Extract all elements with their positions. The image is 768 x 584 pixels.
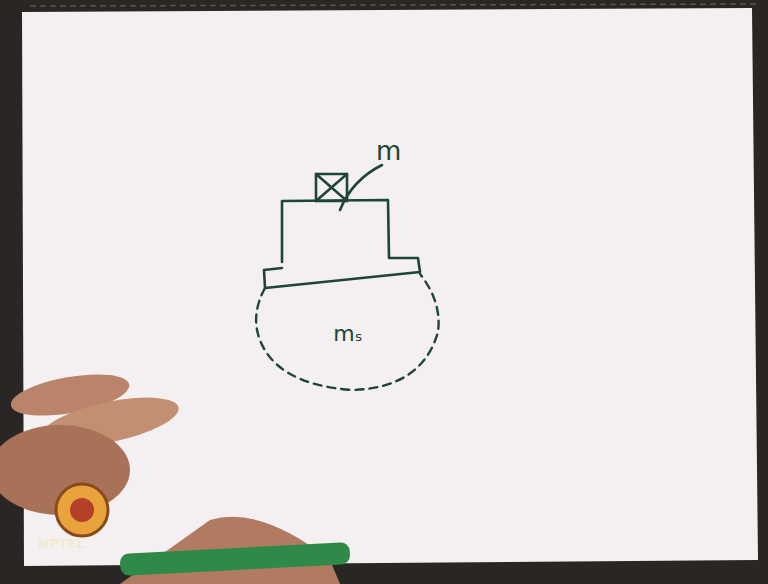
edge-dash [30, 4, 760, 6]
nptel-logo [56, 484, 108, 536]
watermark: NPTEL [38, 536, 84, 551]
paper [22, 8, 758, 566]
hands [0, 367, 350, 584]
logo-circle [56, 484, 108, 536]
structure-outline [264, 200, 420, 288]
mass-cross [316, 174, 347, 201]
soil-mass-label: mₛ [252, 321, 444, 346]
leader-line [340, 165, 382, 210]
mass-label: m [376, 136, 401, 166]
mass-box [316, 174, 347, 201]
marker-pen [120, 542, 351, 576]
logo-center [70, 498, 94, 522]
soil-region: mₛ [252, 272, 444, 394]
